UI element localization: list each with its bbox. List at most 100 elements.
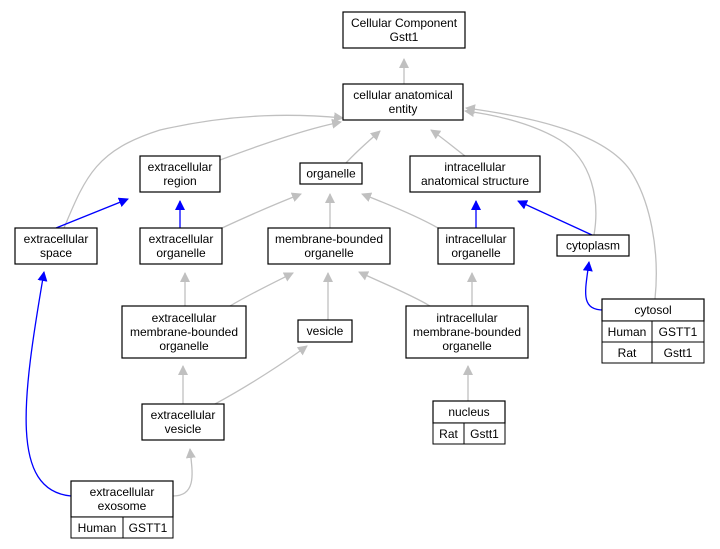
term-label-line: membrane-bounded xyxy=(130,325,238,339)
is-a-edge xyxy=(358,271,431,307)
term-label-line: organelle xyxy=(442,339,492,353)
term-label-line: membrane-bounded xyxy=(413,325,521,339)
is-a-edge xyxy=(465,104,657,300)
gene-cell: Gstt1 xyxy=(651,341,705,364)
term-label-line: vesicle xyxy=(165,422,202,436)
species-cell-text: Human xyxy=(608,325,647,339)
term-box xyxy=(437,227,515,265)
term-label-line: intracellular xyxy=(444,160,505,174)
is-a-edge xyxy=(63,112,344,229)
term-label-line: intracellular xyxy=(445,232,506,246)
term-box xyxy=(405,305,529,359)
species-cell: Human xyxy=(601,320,653,343)
term-label-line: extracellular xyxy=(24,232,89,246)
gene-cell-bg xyxy=(122,516,174,539)
part-of-edge xyxy=(55,197,129,229)
is-a-edge xyxy=(464,107,597,236)
term-label-line: organelle xyxy=(306,167,356,181)
gene-cell-text: GSTT1 xyxy=(129,521,168,535)
term-box xyxy=(409,155,541,193)
species-cell: Rat xyxy=(432,422,465,445)
term-label-line: nucleus xyxy=(448,405,489,419)
is-a-edge xyxy=(172,448,196,497)
term-label-line: vesicle xyxy=(307,324,344,338)
term-box xyxy=(121,305,247,359)
is-a-edge xyxy=(361,192,439,229)
term-node-ves[interactable]: vesicle xyxy=(297,319,353,343)
species-cell-text: Rat xyxy=(439,427,458,441)
term-label-line: intracellular xyxy=(436,311,497,325)
gene-cell-text: Gstt1 xyxy=(664,346,693,360)
term-label-line: anatomical structure xyxy=(421,174,529,188)
term-box xyxy=(267,227,391,265)
is-a-edge xyxy=(219,118,342,161)
term-label-line: cellular anatomical xyxy=(353,88,452,102)
term-label-line: space xyxy=(40,246,72,260)
species-cell: Rat xyxy=(601,341,653,364)
is-a-edge xyxy=(214,345,308,405)
term-label-line: region xyxy=(163,174,196,188)
term-box xyxy=(556,234,630,257)
term-label-line: extracellular xyxy=(148,160,213,174)
term-box xyxy=(342,11,466,49)
gene-cell: GSTT1 xyxy=(122,516,174,539)
term-label-line: Gstt1 xyxy=(390,30,419,44)
gene-cell-text: Gstt1 xyxy=(470,427,499,441)
part-of-edge xyxy=(517,200,593,236)
is-a-edge xyxy=(345,130,381,164)
is-a-edge xyxy=(221,192,302,229)
term-label-line: extracellular xyxy=(152,311,217,325)
term-label-line: Cellular Component xyxy=(351,16,458,30)
part-of-edge xyxy=(582,261,605,311)
species-cell-text: Human xyxy=(78,521,117,535)
term-label-line: extracellular xyxy=(151,408,216,422)
term-box xyxy=(70,480,174,518)
species-cell: Human xyxy=(70,516,124,539)
term-label-line: cytosol xyxy=(634,303,671,317)
gene-cell-bg xyxy=(463,422,506,445)
is-a-edge xyxy=(430,129,466,157)
term-box xyxy=(139,227,223,265)
term-label-line: extracellular xyxy=(149,232,214,246)
term-label-line: extracellular xyxy=(90,485,155,499)
term-label-line: organelle xyxy=(304,246,354,260)
part-of-edge xyxy=(25,271,72,497)
is-a-edge xyxy=(229,272,294,307)
term-node-org[interactable]: organelle xyxy=(299,162,363,185)
gene-cell: Gstt1 xyxy=(463,422,506,445)
term-label-line: organelle xyxy=(159,339,209,353)
term-label-line: membrane-bounded xyxy=(275,232,383,246)
term-box xyxy=(297,319,353,343)
term-label-line: cytoplasm xyxy=(566,239,620,253)
term-box xyxy=(342,83,464,121)
edge-layer xyxy=(25,58,657,497)
term-box xyxy=(141,403,225,441)
gene-cell-text: GSTT1 xyxy=(659,325,698,339)
term-label-line: entity xyxy=(389,102,418,116)
term-node-cyt[interactable]: cytoplasm xyxy=(556,234,630,257)
gene-cell-bg xyxy=(651,341,705,364)
term-label-line: exosome xyxy=(98,499,147,513)
term-box xyxy=(299,162,363,185)
term-label-line: organelle xyxy=(156,246,206,260)
term-box xyxy=(14,227,98,265)
term-label-line: organelle xyxy=(451,246,501,260)
term-box xyxy=(139,155,221,193)
gene-cell: GSTT1 xyxy=(651,320,705,343)
